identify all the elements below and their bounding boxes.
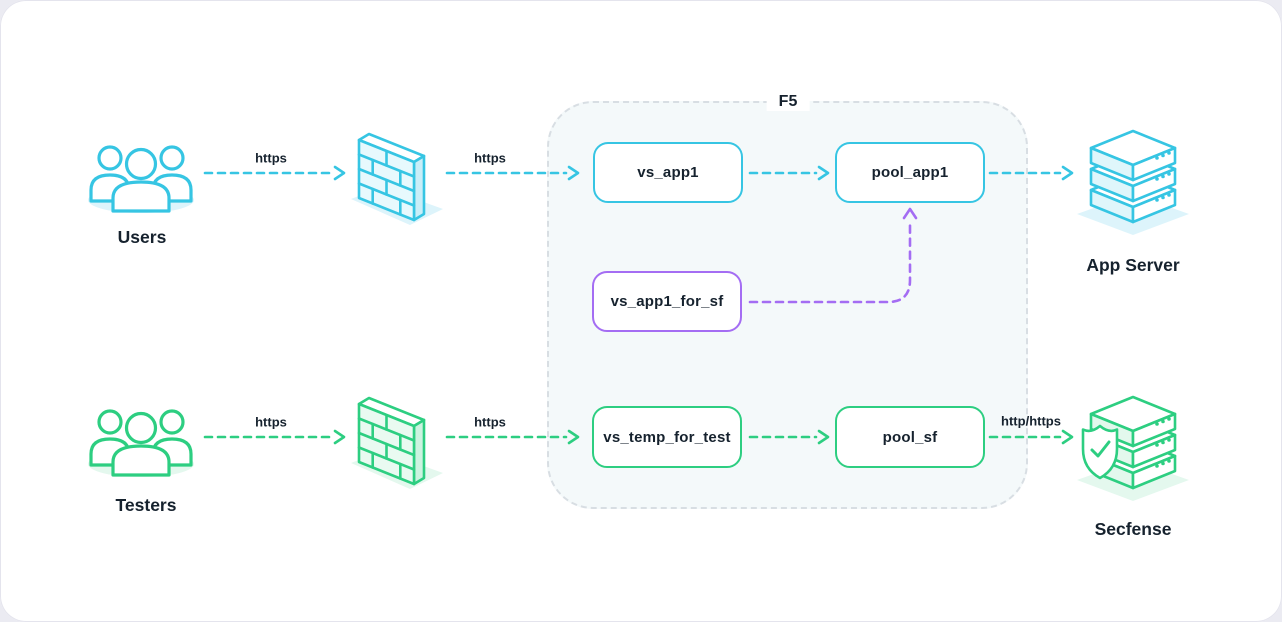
server-stack-icon (1077, 118, 1189, 249)
testers-label: Testers (115, 495, 177, 515)
node-vs-temp-for-test: vs_temp_for_test (592, 406, 742, 468)
edge-label-https: https (255, 414, 287, 430)
edge-label-https: https (255, 150, 287, 166)
node-pool-app1: pool_app1 (835, 142, 985, 203)
edge-label-http-https: http/https (1001, 413, 1061, 429)
node-pool-sf: pool_sf (835, 406, 985, 468)
edge-label-https: https (474, 150, 506, 166)
users-label: Users (117, 227, 167, 247)
users-group-icon (78, 401, 206, 490)
users-group-icon (78, 137, 206, 226)
server-stack-shield-icon (1077, 384, 1189, 515)
firewall-icon (350, 389, 446, 504)
arrow-vs-app1-for-sf-to-pool-app1 (748, 220, 912, 304)
secfense-label: Secfense (1094, 519, 1172, 539)
firewall-icon (350, 125, 446, 240)
app-server-label: App Server (1086, 255, 1180, 275)
f5-group-title: F5 (766, 92, 810, 111)
node-vs-app1: vs_app1 (593, 142, 743, 203)
edge-label-https: https (474, 414, 506, 430)
node-vs-app1-for-sf: vs_app1_for_sf (592, 271, 742, 332)
